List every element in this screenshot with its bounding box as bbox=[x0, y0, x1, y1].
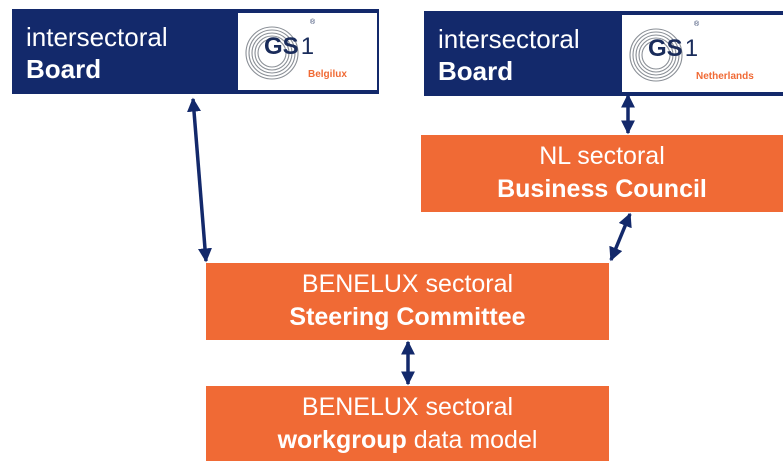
board-line2: Board bbox=[26, 53, 102, 84]
registered-mark: ® bbox=[694, 21, 700, 28]
box-line1: BENELUX sectoral bbox=[301, 393, 514, 421]
box-line2: workgroup data model bbox=[206, 424, 609, 457]
board-line1: intersectoral bbox=[438, 24, 580, 54]
board-label: intersectoral Board bbox=[26, 22, 168, 85]
gs1-logo: GS1 ® Belgilux bbox=[238, 13, 377, 90]
box-line2-bold: workgroup bbox=[277, 425, 407, 454]
box-line2: Steering Committee bbox=[289, 302, 526, 331]
board-label: intersectoral Board bbox=[438, 24, 580, 87]
gs1-logo: GS1 ® Netherlands bbox=[622, 15, 783, 92]
gs1-logo-icon bbox=[629, 28, 683, 82]
box-line2: Business Council bbox=[497, 174, 707, 203]
double-arrow-icon bbox=[609, 212, 632, 262]
double-arrow-icon bbox=[187, 97, 212, 263]
board-netherlands: intersectoral Board GS1 ® Netherlands bbox=[424, 11, 783, 96]
box-line2-rest: data model bbox=[406, 425, 538, 454]
registered-mark: ® bbox=[310, 19, 316, 26]
board-belgilux: intersectoral Board GS1 ® Belgilux bbox=[12, 9, 379, 94]
steering-committee-box: BENELUX sectoral Steering Committee bbox=[206, 263, 609, 340]
gs1-logo-icon bbox=[245, 26, 299, 80]
gs1-logo-text: GS1 bbox=[648, 35, 699, 62]
gs1-region-label: Netherlands bbox=[696, 71, 754, 82]
box-line1: NL sectoral bbox=[539, 142, 665, 170]
workgroup-box: BENELUX sectoral workgroup data model bbox=[206, 386, 609, 461]
board-line2: Board bbox=[438, 55, 514, 86]
gs1-logo-text: GS1 bbox=[264, 33, 315, 60]
board-line1: intersectoral bbox=[26, 22, 168, 52]
gs1-region-label: Belgilux bbox=[308, 69, 347, 80]
box-line1: BENELUX sectoral bbox=[301, 270, 514, 298]
nl-business-council-box: NL sectoral Business Council bbox=[421, 135, 783, 212]
